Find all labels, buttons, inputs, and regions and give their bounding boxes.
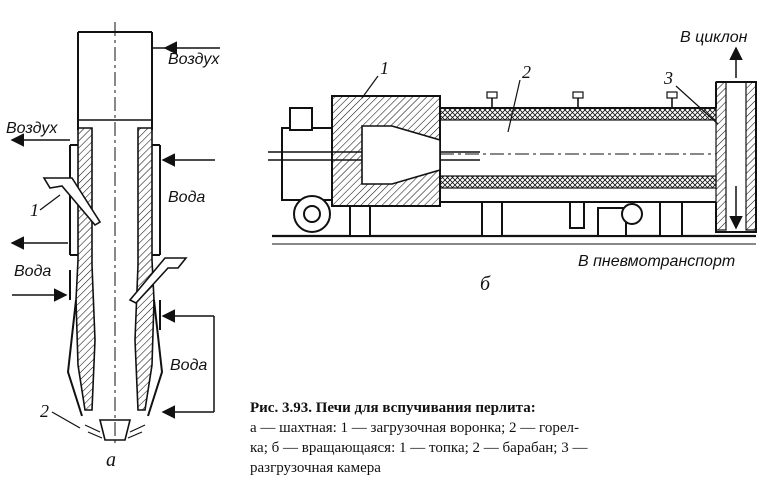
panel-b-letter: б — [480, 273, 491, 295]
callout-1-funnel: 1 — [30, 200, 39, 220]
callout-1-firebox: 1 — [380, 58, 389, 78]
rotary-furnace-diagram — [268, 46, 757, 245]
to-pneumotransport-label: В пневмотранспорт — [578, 253, 735, 270]
caption-title: Рис. 3.93. Печи для вспучивания перлита: — [250, 400, 536, 416]
caption-line-3: ка; б — вращающаяся: 1 — топка; 2 — бара… — [250, 440, 588, 456]
callout-3-chamber: 3 — [663, 68, 673, 88]
caption-line-2: а — шахтная: 1 — загрузочная воронка; 2 … — [250, 420, 579, 436]
water-lower-right-label: Вода — [170, 357, 207, 374]
to-cyclone-label: В циклон — [680, 29, 748, 46]
caption-line-4: разгрузочная камера — [250, 460, 381, 476]
figure-caption: Рис. 3.93. Печи для вспучивания перлита:… — [250, 398, 780, 478]
shaft-furnace-diagram — [10, 22, 220, 445]
callout-2-burner: 2 — [40, 401, 49, 421]
callout-2-drum: 2 — [522, 62, 531, 82]
air-inlet-top-label: Воздух — [168, 51, 220, 68]
water-left-label: Вода — [14, 263, 51, 280]
panel-a-letter: а — [106, 449, 116, 471]
air-outlet-left-label: Воздух — [6, 120, 58, 137]
water-upper-right-label: Вода — [168, 189, 205, 206]
